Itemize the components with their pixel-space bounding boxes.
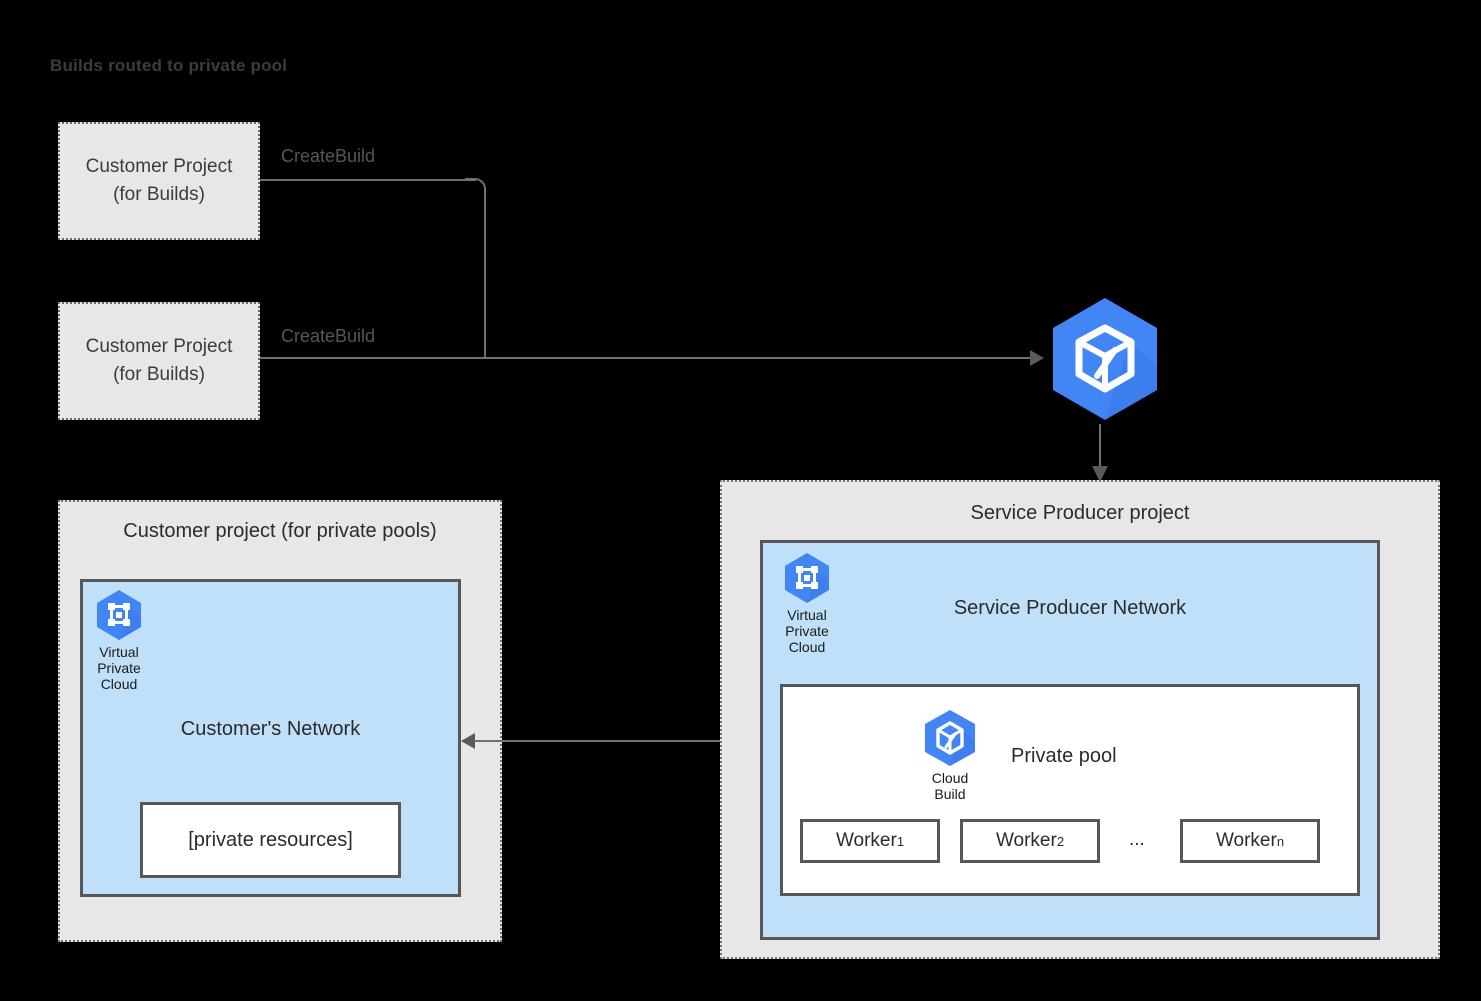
virtual-private-cloud-icon: [97, 590, 141, 640]
worker-n-sub: n: [1276, 833, 1285, 849]
private-pool-box: [780, 684, 1360, 896]
pool-icon-caption-line1: Cloud: [931, 770, 969, 786]
worker-n-name: Worker: [1215, 830, 1277, 851]
arrow-to-cloud-build-icon: [1030, 350, 1044, 366]
peering-arrow-left-head-icon: [461, 733, 475, 749]
diagram-title: Builds routed to private pool: [50, 56, 288, 75]
private-pool-cloud-build-icon-group: Cloud Build: [918, 708, 982, 802]
customer-project-1-line1: Customer Project: [85, 156, 233, 178]
cloud-build-service-icon: [1045, 294, 1165, 424]
customer-vpc-caption: Virtual Private Cloud: [97, 644, 141, 692]
virtual-private-cloud-icon: [785, 553, 829, 603]
connector-segment-box1-vertical: [484, 190, 486, 358]
customer-project-2-line2: (for Builds): [113, 364, 205, 385]
createbuild-label-1: CreateBuild: [281, 146, 376, 166]
customer-project-builds-box-2: Customer Project (for Builds): [58, 302, 260, 420]
worker-ellipsis: ...: [1129, 829, 1145, 850]
private-resources-box: [private resources]: [140, 802, 401, 878]
pool-icon-caption-line2: Build: [934, 786, 966, 803]
peering-arrow-line: [474, 740, 756, 742]
producer-vpc-caption-line2: Private: [785, 623, 829, 640]
producer-panel-title: Service Producer project: [970, 502, 1190, 524]
connector-corner-box1: [465, 178, 486, 199]
connector-main-horizontal: [260, 357, 1036, 359]
producer-vpc-caption-line3: Cloud: [788, 639, 826, 656]
customer-vpc-icon-group: Virtual Private Cloud: [88, 588, 150, 692]
connector-segment-box1-horizontal: [260, 179, 476, 181]
customers-network-title: Customer's Network: [180, 718, 361, 740]
worker-1-sub: 1: [896, 833, 905, 849]
customer-panel-title: Customer project (for private pools): [123, 520, 437, 542]
worker-1-name: Worker: [835, 830, 897, 851]
customer-project-2-line1: Customer Project: [85, 336, 233, 358]
customer-project-builds-box-1: Customer Project (for Builds): [58, 122, 260, 240]
cloud-build-icon: [925, 710, 975, 766]
service-producer-network-title: Service Producer Network: [953, 597, 1187, 619]
customer-vpc-caption-line2: Private: [97, 660, 141, 677]
worker-2-name: Worker: [995, 830, 1057, 851]
producer-vpc-icon-group: Virtual Private Cloud: [776, 551, 838, 655]
worker-2-sub: 2: [1056, 833, 1065, 849]
createbuild-label-2: CreateBuild: [281, 326, 376, 346]
connector-cloudbuild-to-producer: [1099, 424, 1101, 474]
arrow-down-to-producer-icon: [1092, 466, 1108, 482]
customer-vpc-caption-line1: Virtual: [99, 644, 139, 660]
private-pool-cloud-build-caption: Cloud Build: [932, 770, 969, 802]
customer-project-1-line2: (for Builds): [113, 184, 205, 205]
private-pool-label: Private pool: [1011, 745, 1117, 767]
producer-vpc-caption: Virtual Private Cloud: [785, 607, 829, 655]
producer-vpc-caption-line1: Virtual: [787, 607, 827, 623]
customer-vpc-caption-line3: Cloud: [100, 676, 138, 693]
